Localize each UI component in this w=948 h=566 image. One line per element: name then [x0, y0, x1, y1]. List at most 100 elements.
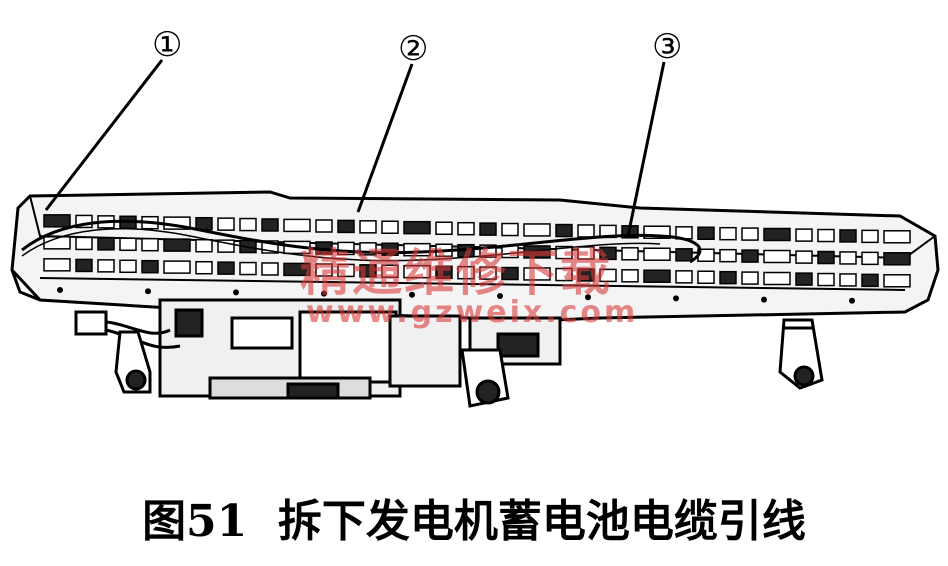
- fuse-cell: [501, 266, 519, 281]
- fuse-cell: [741, 271, 759, 285]
- mount-bolt: [233, 289, 239, 296]
- fuse-cell: [861, 229, 879, 244]
- fuse-cell: [719, 226, 737, 241]
- fuse-cell: [795, 250, 813, 264]
- fuse-cell: [501, 222, 519, 237]
- fuse-cell: [555, 223, 573, 238]
- fuse-cell: [523, 223, 551, 237]
- fuse-cell: [839, 251, 857, 265]
- fuse-cell: [577, 268, 595, 282]
- mount-bolt: [145, 288, 151, 295]
- left-connector: [74, 308, 204, 349]
- fuse-cell: [337, 219, 355, 234]
- fuse-cell: [457, 221, 475, 236]
- fuse-cell: [239, 261, 257, 276]
- fuse-cell: [359, 220, 377, 234]
- fuse-cell: [141, 259, 159, 274]
- fuse-cell: [43, 258, 71, 272]
- mount-bolt: [761, 296, 767, 303]
- fuse-cell: [839, 273, 857, 287]
- fuse-cell: [741, 227, 759, 241]
- center-bracket: [460, 348, 510, 408]
- fuse-cell: [523, 267, 551, 281]
- fuse-cell: [719, 270, 737, 285]
- mount-bolt: [57, 287, 63, 293]
- fuse-cell: [883, 252, 911, 266]
- fuse-cell: [861, 251, 879, 266]
- fuse-cell: [195, 260, 213, 275]
- fuse-cell: [261, 218, 279, 232]
- fuse-cell: [643, 269, 671, 283]
- right-bracket: [778, 318, 824, 390]
- fuse-cell: [817, 272, 835, 287]
- callout-2: ②: [398, 29, 428, 69]
- fuse-cell: [435, 265, 453, 280]
- fuse-cell: [883, 230, 911, 244]
- fuse-cell: [75, 236, 93, 251]
- fuse-cell: [599, 268, 617, 283]
- fuse-cell: [261, 262, 279, 276]
- mount-bolt: [673, 295, 679, 302]
- mount-bolt: [849, 297, 855, 304]
- battery-cable: [21, 219, 702, 264]
- fuse-cell: [283, 262, 311, 277]
- fuse-cell: [555, 267, 573, 282]
- callout-1: ①: [152, 25, 182, 65]
- fuse-cell: [403, 220, 431, 235]
- fuse-cell: [621, 247, 639, 261]
- left-bracket: [114, 330, 152, 394]
- watermark-url: www.gzweix.com: [306, 295, 638, 330]
- fuse-cell: [839, 229, 857, 243]
- fuse-cell: [555, 245, 573, 260]
- fuse-cell: [119, 259, 137, 274]
- fuse-cell: [577, 246, 595, 260]
- fuse-cell: [97, 259, 115, 273]
- fuse-cell: [675, 248, 693, 262]
- fuse-cell: [43, 214, 71, 228]
- fuse-cell: [381, 264, 399, 279]
- fuse-cell: [119, 237, 137, 252]
- fuse-cell: [763, 227, 791, 242]
- fuse-cell: [315, 263, 333, 277]
- fuse-cell: [643, 247, 671, 261]
- fuse-cell: [435, 221, 453, 236]
- mount-bolt: [585, 294, 591, 301]
- fuse-cell: [239, 217, 257, 232]
- fuse-cell: [359, 264, 377, 278]
- fuse-cell: [763, 271, 791, 286]
- fuse-cell: [817, 250, 835, 265]
- fuse-cell: [697, 226, 715, 241]
- callout-3: ③: [652, 27, 682, 67]
- watermark-text: 精通维修下载: [300, 243, 612, 302]
- fuse-cell: [163, 260, 191, 274]
- fuse-cell: [283, 218, 311, 233]
- fuse-cell: [381, 220, 399, 235]
- fuse-cell: [795, 272, 813, 286]
- fuse-cell: [141, 237, 159, 252]
- lower-module: [158, 298, 562, 400]
- fuse-cell: [163, 238, 191, 252]
- fuse-cell: [457, 265, 475, 280]
- mount-bolt: [409, 291, 415, 298]
- fuse-cell: [577, 224, 595, 238]
- fuse-cell: [75, 258, 93, 273]
- fuse-cell: [479, 266, 497, 280]
- fuse-cell: [621, 269, 639, 283]
- fuse-cell: [337, 263, 355, 278]
- fuse-cell: [599, 246, 617, 261]
- fuse-cell: [817, 228, 835, 243]
- fuse-cell: [697, 270, 715, 285]
- mount-bolt: [321, 290, 327, 297]
- fuse-cell: [795, 228, 813, 242]
- fuse-cell: [675, 270, 693, 284]
- fuse-cell: [97, 237, 115, 251]
- fuse-cell: [195, 238, 213, 253]
- fuse-cell: [741, 249, 759, 263]
- fuse-cell: [479, 222, 497, 236]
- fuse-cell: [403, 264, 431, 279]
- fuse-cell: [315, 219, 333, 233]
- fuse-cell: [217, 217, 235, 231]
- fuse-cell: [195, 216, 213, 231]
